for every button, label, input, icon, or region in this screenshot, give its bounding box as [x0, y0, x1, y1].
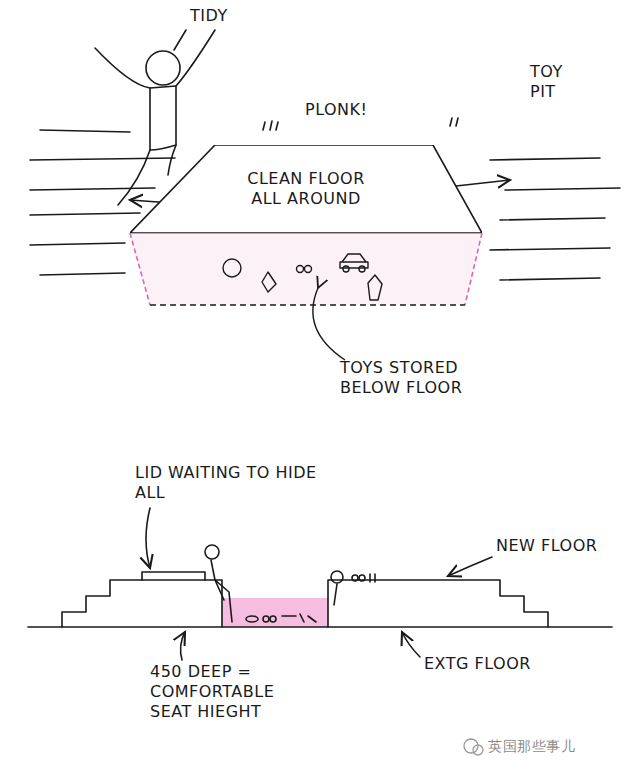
- toy-pit-lid: CLEAN FLOOR ALL AROUND: [130, 145, 482, 233]
- watermark: 英国那些事儿: [488, 738, 628, 756]
- annotation: EXTG FLOOR: [424, 654, 574, 674]
- annotation: PLONK!: [305, 100, 425, 120]
- lid-outline: [130, 145, 482, 233]
- node-text: CLEAN FLOOR ALL AROUND: [231, 169, 381, 209]
- annotation: NEW FLOOR: [496, 536, 626, 556]
- annotation: 450 DEEP = COMFORTABLE SEAT HIEGHT: [150, 662, 310, 722]
- annotation: TOYS STORED BELOW FLOOR: [340, 358, 515, 398]
- annotation: TIDY: [190, 6, 270, 26]
- annotation: TOY PIT: [530, 62, 585, 102]
- annotation: LID WAITING TO HIDE ALL: [135, 463, 335, 503]
